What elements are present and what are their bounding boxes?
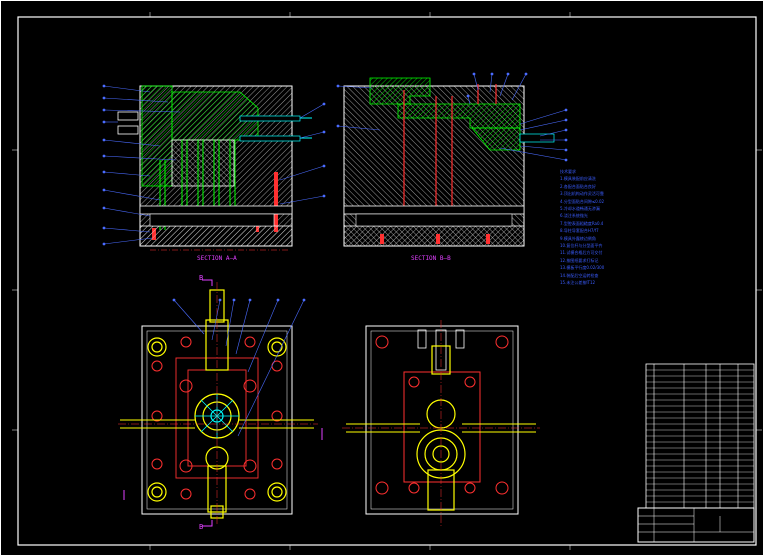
plan-leader-lines: [173, 299, 305, 437]
plan-view-fixed-half: [342, 320, 540, 526]
note-line: 3.顶出机构动作灵活可靠: [560, 191, 604, 197]
border-zone-ticks: [12, 12, 762, 550]
bom-table: [645, 363, 755, 509]
note-line: 13.模板平行度0.02/300: [560, 265, 605, 271]
note-line: 6.浇注系统抛光: [560, 213, 588, 219]
notes-title: 技术要求: [560, 169, 576, 174]
note-line: 9.模具外露棱边倒角: [560, 235, 596, 241]
note-line: 12.按图纸要求打标记: [560, 257, 599, 263]
note-line: 5.冷却水道畅通无渗漏: [560, 206, 600, 212]
aa-leader-lines: [103, 85, 325, 245]
drawing-border: [17, 16, 757, 546]
cut-line-b-bottom-label: B: [199, 523, 204, 531]
section-a-a-view: [102, 84, 326, 251]
note-line: 15.未注公差按IT12: [560, 280, 596, 286]
note-line: 11.试模合格后方可交付: [560, 250, 603, 256]
note-line: 14.装配后空运转检查: [560, 272, 599, 278]
section-b-b-view: [336, 72, 568, 247]
plan-view-moving-half: [118, 279, 323, 527]
section-b-b-label: SECTION B—B: [411, 255, 451, 262]
note-line: 2.各配合面贴合良好: [560, 183, 596, 189]
note-line: 4.分型面贴合间隙≤0.02: [560, 198, 605, 204]
note-line: 10.复位杆与分型面平齐: [560, 243, 603, 249]
cut-line-b-top-label: B: [199, 274, 204, 282]
cut-plane-markers: [123, 279, 323, 527]
title-block: [637, 507, 755, 543]
note-line: 7.型腔表面粗糙度Ra0.4: [560, 220, 604, 226]
note-line: 8.导柱导套配合H7/f7: [560, 228, 599, 234]
note-line: 1.模具装配前应清洗: [560, 176, 596, 182]
section-a-a-label: SECTION A—A: [197, 255, 237, 262]
